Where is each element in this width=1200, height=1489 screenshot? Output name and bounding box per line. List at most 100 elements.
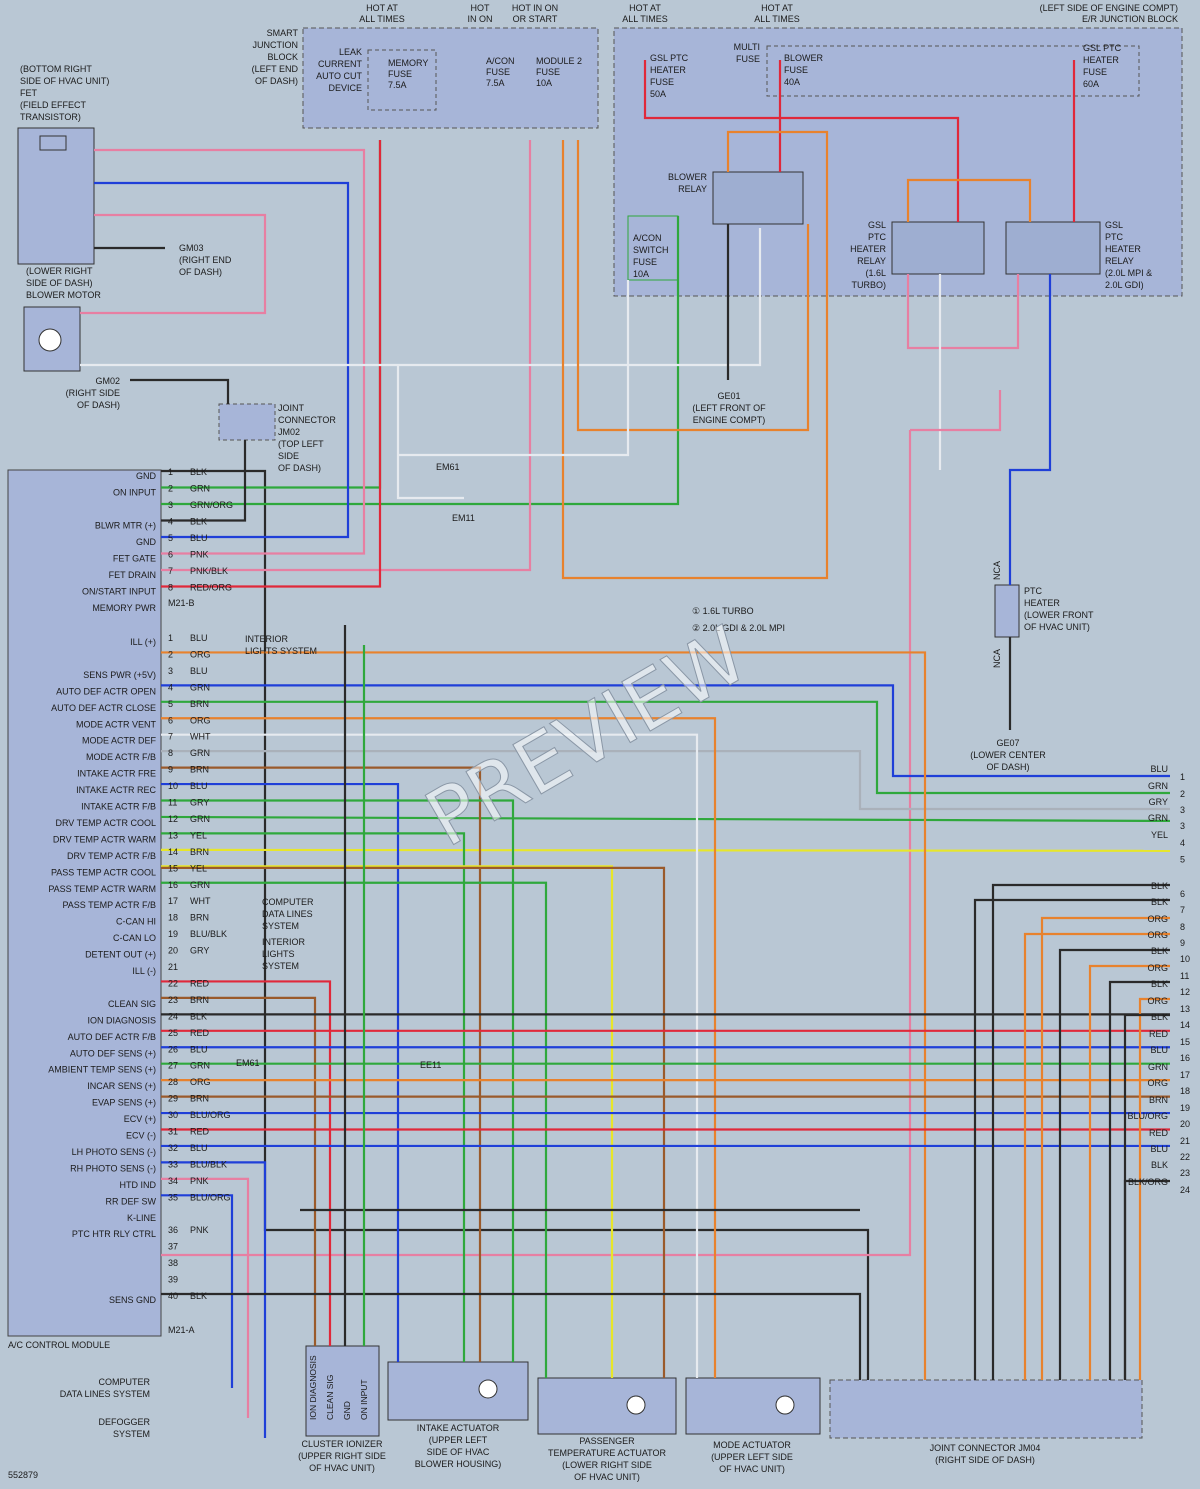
smart-junction-block bbox=[302, 27, 599, 129]
pin-number-a: 5 bbox=[168, 699, 173, 709]
right-wire-code: BLU bbox=[1150, 764, 1168, 774]
right-wire-code: ORG bbox=[1147, 996, 1168, 1006]
pin-name-a: SENS GND bbox=[109, 1295, 157, 1305]
pin-name-b: GND bbox=[136, 537, 157, 547]
wire-blk-sens-gnd bbox=[161, 1292, 862, 1380]
pin-name-a: DETENT OUT (+) bbox=[85, 950, 156, 960]
pin-number-b: 7 bbox=[168, 566, 173, 576]
pin-name-a: AUTO DEF SENS (+) bbox=[70, 1048, 156, 1058]
blower-relay bbox=[712, 171, 804, 225]
wire-pnk-a34 bbox=[161, 1177, 250, 1418]
wire-pnk-fet-motor bbox=[80, 213, 267, 315]
connector-nca-2: NCA bbox=[992, 649, 1002, 668]
pin-number-a: 29 bbox=[168, 1094, 178, 1104]
preview-watermark: PREVIEW bbox=[412, 610, 763, 865]
wire-redorg-b8 bbox=[161, 140, 382, 588]
pin-number-b: 8 bbox=[168, 583, 173, 593]
pin-number-a: 9 bbox=[168, 765, 173, 775]
right-wire-number: 4 bbox=[1180, 838, 1185, 848]
pin-number-b: 3 bbox=[168, 500, 173, 510]
connector-m21-b: M21-B bbox=[168, 598, 195, 608]
pin-number-a: 28 bbox=[168, 1077, 178, 1087]
cluster-ionizer-box bbox=[305, 1345, 380, 1437]
wire-right-vert bbox=[1138, 997, 1170, 1380]
connector-em61-b: EM61 bbox=[236, 1058, 260, 1068]
pin-name-a: K-LINE bbox=[127, 1213, 156, 1223]
pin-name-a: LH PHOTO SENS (-) bbox=[72, 1147, 156, 1157]
wire-brn-a23 bbox=[161, 996, 317, 1346]
wire-right-vert bbox=[1088, 964, 1170, 1380]
wire-code-b: PNK bbox=[190, 550, 209, 560]
pin-name-a: RR DEF SW bbox=[106, 1196, 157, 1206]
wire-right-24 bbox=[1123, 1179, 1170, 1380]
wire-blk-gm02 bbox=[130, 378, 230, 404]
wire-org-a2 bbox=[161, 651, 927, 1380]
wire-grn-org bbox=[161, 216, 680, 506]
mode-motor-symbol bbox=[775, 1395, 795, 1415]
wire-code-b: GRN/ORG bbox=[190, 500, 233, 510]
right-wire-number: 14 bbox=[1180, 1020, 1190, 1030]
fet-box bbox=[17, 127, 95, 265]
right-wire-number: 1 bbox=[1180, 772, 1185, 782]
fet-symbol bbox=[39, 135, 67, 151]
pin-name-b: GND bbox=[136, 471, 157, 481]
pin-number-a: 1 bbox=[168, 633, 173, 643]
wire-code-b: RED/ORG bbox=[190, 583, 232, 593]
wire-grn-a16 bbox=[161, 881, 548, 1378]
er-junction-title: (LEFT SIDE OF ENGINE COMPT)E/R JUNCTION … bbox=[1040, 3, 1178, 24]
right-wire-number: 9 bbox=[1180, 938, 1185, 948]
right-wire-number: 18 bbox=[1180, 1086, 1190, 1096]
pin-number-a: 30 bbox=[168, 1110, 178, 1120]
right-wire-number: 15 bbox=[1180, 1037, 1190, 1047]
pin-number-b: 2 bbox=[168, 484, 173, 494]
right-wire-number: 16 bbox=[1180, 1053, 1190, 1063]
right-wire-number: 22 bbox=[1180, 1152, 1190, 1162]
wire-code-a: GRY bbox=[190, 946, 209, 956]
right-wire-code: BLU bbox=[1150, 1144, 1168, 1154]
pin-name-b: ON/START INPUT bbox=[82, 587, 157, 597]
pin-name-a: AUTO DEF ACTR OPEN bbox=[56, 686, 156, 696]
right-wire-code: ORG bbox=[1147, 930, 1168, 940]
pin-number-a: 19 bbox=[168, 929, 178, 939]
right-wire-number: 2 bbox=[1180, 789, 1185, 799]
wire-code-a: BLU/BLK bbox=[190, 929, 227, 939]
pin-name-a: PASS TEMP ACTR WARM bbox=[48, 884, 156, 894]
wire-code-b: PNK/BLK bbox=[190, 566, 228, 576]
right-wire-number: 24 bbox=[1180, 1185, 1190, 1195]
pin-number-a: 37 bbox=[168, 1242, 178, 1252]
wire-code-a: BLU bbox=[190, 1044, 208, 1054]
pin-name-a: AUTO DEF ACTR CLOSE bbox=[51, 703, 156, 713]
pin-name-b: FET DRAIN bbox=[109, 570, 156, 580]
ptc-relay-1 bbox=[891, 221, 985, 275]
pin-number-a: 10 bbox=[168, 781, 178, 791]
leak-current-device bbox=[367, 49, 437, 111]
pin-name-a: INTAKE ACTR F/B bbox=[81, 802, 156, 812]
wire-right-1 bbox=[161, 684, 1170, 778]
wire-wht-acon bbox=[398, 280, 630, 457]
wire-right-4 bbox=[160, 848, 1171, 852]
wire-code-a: PNK bbox=[190, 1176, 209, 1186]
right-wire-code: BLK bbox=[1151, 946, 1168, 956]
pin-name-a: SENS PWR (+5V) bbox=[83, 670, 156, 680]
pin-number-a: 17 bbox=[168, 896, 178, 906]
wire-pnk-b6 bbox=[94, 148, 366, 555]
note-1: ① 1.6L TURBO bbox=[692, 606, 754, 616]
wire-layer bbox=[80, 60, 1171, 1438]
pin-number-a: 3 bbox=[168, 666, 173, 676]
wire-org-ptc bbox=[906, 178, 1032, 222]
pin-number-a: 23 bbox=[168, 995, 178, 1005]
note-2: ② 2.0L GDI & 2.0L MPI bbox=[692, 623, 785, 633]
wire-blublk-a33 bbox=[161, 1161, 267, 1438]
right-wire-code: BLU/ORG bbox=[1127, 1111, 1168, 1121]
